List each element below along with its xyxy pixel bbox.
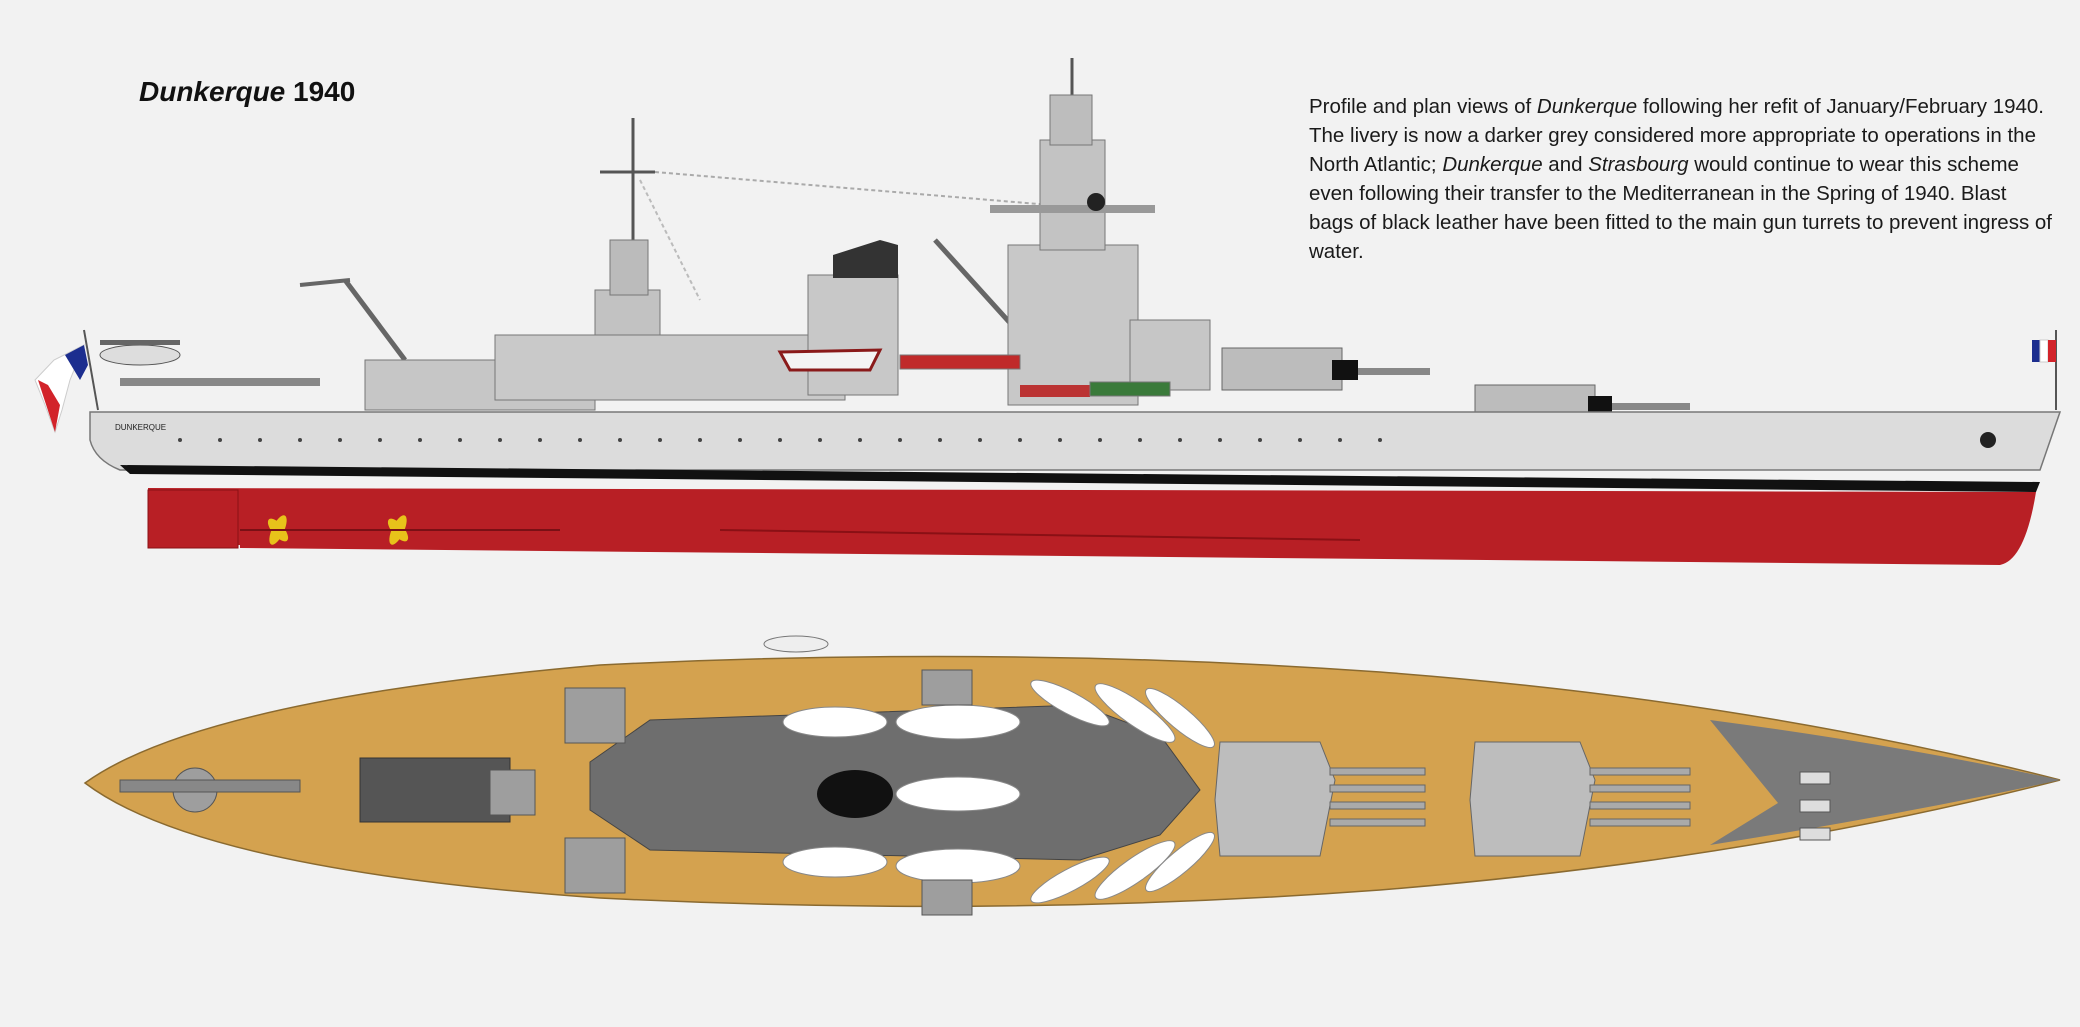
forward-tower-base [1007,244,1139,406]
secondary-turret [921,879,973,916]
caption-text: Profile and plan views of Dunkerque foll… [1309,92,2054,266]
mid-superstructure [494,334,846,401]
capstan [1799,771,1831,785]
seaplane-wing [100,340,180,345]
secondary-turret [564,837,626,894]
caption-part: following her refit of January/February … [1309,95,2044,176]
boat-plan [782,706,888,738]
aft-crane-jib [299,278,351,287]
rigging-wire [654,171,1051,206]
caption-part: would continue to wear this scheme even … [1309,153,2053,263]
catapult-deck [359,757,511,823]
capstan [1799,827,1831,841]
hull-underbody [148,488,2036,565]
plan-view [83,635,2061,916]
secondary-turret [921,669,973,706]
boat-plan [895,704,1021,740]
aft-catapult-plan [119,779,301,793]
catapult [120,378,320,386]
boat-plan [1094,840,1176,900]
hull-name: DUNKERQUE [115,423,166,432]
main-turret-2 [1469,741,1691,857]
secondary-turret [489,769,536,816]
seaplane-icon [99,344,181,366]
main-turret-1 [1214,741,1426,857]
boat-plan [1094,683,1176,743]
anchor-icon [1980,432,1996,448]
funnel-top [817,770,893,818]
aft-crane-arm [343,278,407,362]
boat-plan [1145,831,1215,893]
funnel [807,274,899,396]
caption-italic-ship: Dunkerque [1442,153,1543,176]
superstructure-plan [589,704,1201,861]
caption-italic-ship: Strasbourg [1588,153,1689,176]
boat-plan [1145,687,1215,749]
boat-plan [895,776,1021,812]
french-flag-bow-icon [2032,330,2057,410]
profile-view: DUNKERQUE [34,58,2062,565]
portholes [178,438,1382,442]
blast-bag [1588,396,1612,414]
rigging-wire [639,179,701,301]
boat-red [899,354,1021,370]
boat-plan [782,846,888,878]
turret-1-guns [1335,368,1430,375]
forecastle-deck [1710,720,2060,845]
boat-plan-offboard [763,635,829,653]
rudder [147,489,239,549]
boat-small-red [1020,385,1090,397]
bridge-wing [1129,319,1211,391]
rangefinder-arm [990,205,1155,213]
turret-1-profile [1221,347,1343,391]
french-flag-stern-icon [34,329,99,434]
caption-italic-ship: Dunkerque [1536,95,1638,118]
turret-2-guns [1590,403,1690,410]
boat-plan [1030,856,1110,904]
secondary-turret [564,687,626,744]
year: 1940 [293,76,356,107]
caption-part: Profile and plan views of [1309,95,1537,118]
capstan [1799,799,1831,813]
funnel-cap [833,240,898,278]
aft-tower-top [609,239,649,296]
ship-name: Dunkerque [139,76,286,107]
bilge-keel [719,529,1361,541]
boot-topping [120,465,2040,492]
boat-plan [1030,679,1110,727]
searchlight [1087,193,1105,211]
fore-director [1049,94,1093,146]
figure-title: Dunkerque 1940 [139,76,355,108]
caption-part: and [1542,153,1589,176]
boat-green [1089,381,1171,397]
boat-plan [895,848,1021,884]
blast-bag [1332,360,1358,380]
motor-boat [777,348,883,372]
hull-upper [89,411,2062,471]
